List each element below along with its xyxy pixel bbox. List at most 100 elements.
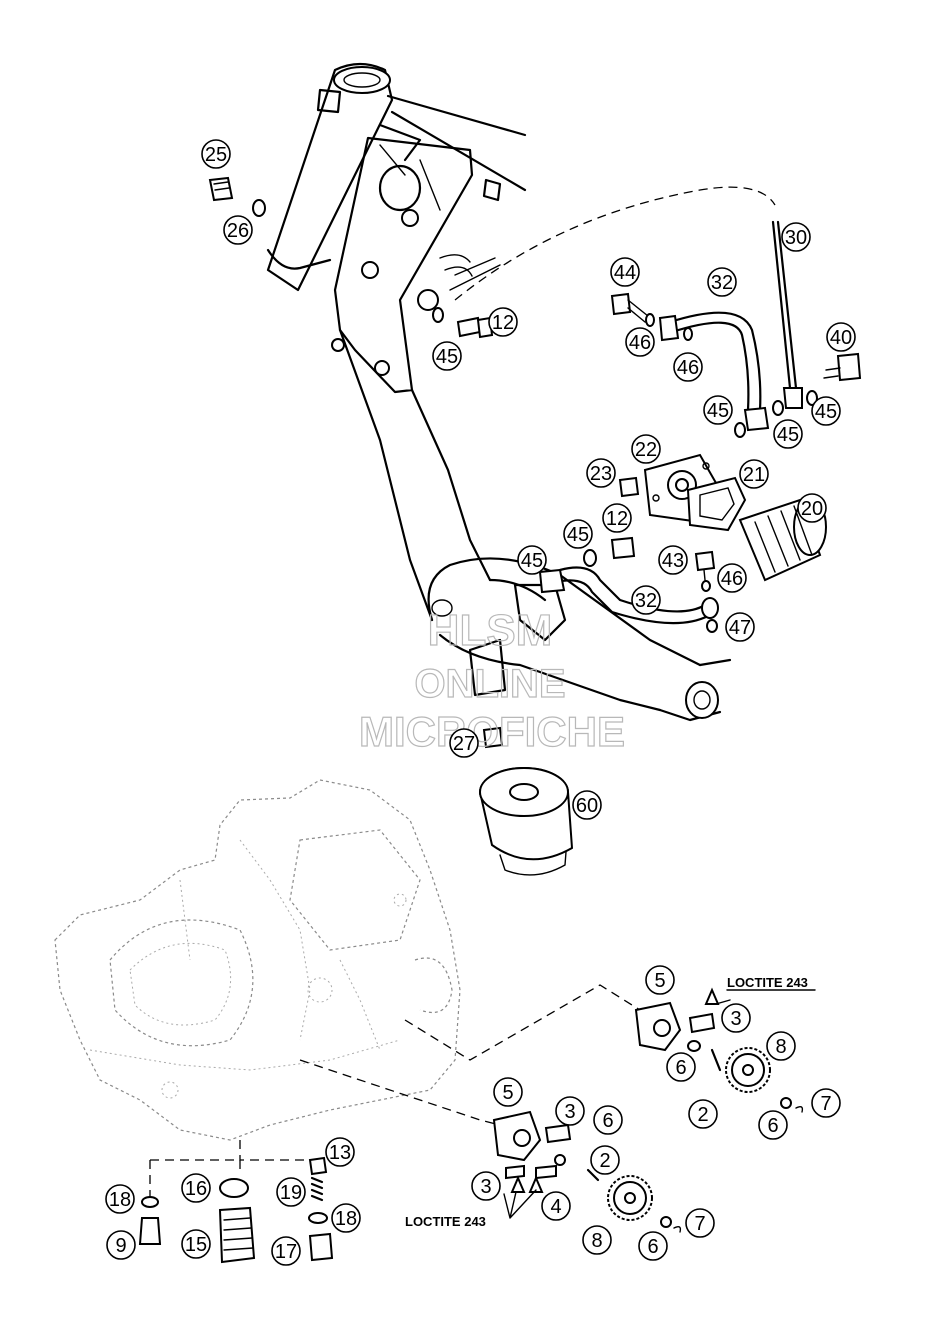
watermark-line2: ONLINE <box>414 662 565 706</box>
banjo-bolt-40 <box>823 352 862 382</box>
svg-text:45: 45 <box>777 424 799 446</box>
callout-6: 6 <box>758 1110 788 1140</box>
engine-crankcase <box>54 779 461 1141</box>
callout-21: 21 <box>739 459 769 489</box>
o-ring-26 <box>252 199 266 217</box>
callout-45: 45 <box>432 341 462 371</box>
svg-text:40: 40 <box>830 327 852 349</box>
svg-text:27: 27 <box>453 733 475 755</box>
svg-text:47: 47 <box>729 617 751 639</box>
svg-text:45: 45 <box>521 550 543 572</box>
banjo-bolt-12-upper <box>456 316 494 339</box>
callout-2: 2 <box>590 1145 620 1175</box>
oil-pump-upper <box>634 987 722 1072</box>
callout-7: 7 <box>685 1208 715 1238</box>
svg-text:16: 16 <box>185 1178 207 1200</box>
callout-16: 16 <box>181 1173 211 1203</box>
leader-drain <box>149 1159 241 1200</box>
seal-ring-45-c <box>772 400 784 416</box>
filter-gasket-21 <box>686 476 747 532</box>
svg-text:21: 21 <box>743 464 765 486</box>
callout-8: 8 <box>582 1225 612 1255</box>
oil-filler-plug-25 <box>208 176 234 202</box>
banjo-bolt-12-lower <box>610 536 636 560</box>
svg-text:15: 15 <box>185 1234 207 1256</box>
banjo-bolt-44 <box>610 292 649 323</box>
svg-text:44: 44 <box>614 262 636 284</box>
seal-18-right <box>308 1212 328 1224</box>
svg-text:18: 18 <box>335 1208 357 1230</box>
callout-30: 30 <box>781 222 811 252</box>
callout-8: 8 <box>766 1031 796 1061</box>
screw-23 <box>618 476 640 498</box>
callout-7: 7 <box>811 1088 841 1118</box>
spring-19 <box>310 1176 324 1202</box>
callout-17: 17 <box>271 1236 301 1266</box>
gear-8-lower <box>607 1175 653 1221</box>
callout-45: 45 <box>517 545 547 575</box>
svg-text:45: 45 <box>815 401 837 423</box>
callout-3: 3 <box>555 1096 585 1126</box>
frame <box>266 62 732 722</box>
svg-text:2: 2 <box>599 1150 610 1172</box>
callout-6: 6 <box>593 1105 623 1135</box>
svg-text:7: 7 <box>694 1213 705 1235</box>
seal-18-left <box>141 1196 159 1208</box>
watermark-line3: MICROFICHE <box>359 708 625 755</box>
svg-text:23: 23 <box>590 463 612 485</box>
svg-text:46: 46 <box>629 332 651 354</box>
callout-32: 32 <box>631 585 661 615</box>
washer-6-lower <box>660 1216 672 1228</box>
callout-3: 3 <box>471 1171 501 1201</box>
svg-text:3: 3 <box>480 1176 491 1198</box>
washer-46-a <box>645 313 655 327</box>
loctite-upper-leader <box>715 999 731 1005</box>
seal-ring-45-d <box>806 390 818 406</box>
gear-8-upper <box>725 1047 771 1093</box>
oil-line-30 <box>771 220 798 390</box>
screw-plug-17 <box>308 1232 334 1262</box>
svg-text:7: 7 <box>820 1093 831 1115</box>
callout-44: 44 <box>610 257 640 287</box>
circlip-7-upper <box>795 1105 804 1113</box>
svg-text:22: 22 <box>635 439 657 461</box>
seal-ring-45-b <box>734 422 746 438</box>
oil-line-routing <box>454 186 776 301</box>
svg-text:43: 43 <box>662 550 684 572</box>
callout-40: 40 <box>826 322 856 352</box>
watermark: HLSM ONLINE MICROFICHE <box>358 605 625 755</box>
svg-text:32: 32 <box>635 590 657 612</box>
callout-20: 20 <box>797 493 827 523</box>
callout-13: 13 <box>325 1137 355 1167</box>
callout-6: 6 <box>666 1052 696 1082</box>
callout-60: 60 <box>572 790 602 820</box>
callout-12: 12 <box>602 503 632 533</box>
svg-text:46: 46 <box>677 357 699 379</box>
callout-5: 5 <box>493 1077 523 1107</box>
leader-plugs <box>239 1140 321 1170</box>
svg-text:46: 46 <box>721 568 743 590</box>
svg-text:4: 4 <box>550 1196 561 1218</box>
leader-upper-pump <box>404 984 641 1061</box>
oil-screen-15 <box>218 1206 256 1264</box>
callout-23: 23 <box>586 458 616 488</box>
svg-text:5: 5 <box>654 970 665 992</box>
callout-18: 18 <box>331 1203 361 1233</box>
callout-25: 25 <box>201 139 231 169</box>
svg-text:18: 18 <box>109 1189 131 1211</box>
svg-text:17: 17 <box>275 1241 297 1263</box>
callout-32: 32 <box>707 267 737 297</box>
callout-2: 2 <box>688 1099 718 1129</box>
svg-text:45: 45 <box>567 524 589 546</box>
svg-text:12: 12 <box>492 312 514 334</box>
callout-43: 43 <box>658 545 688 575</box>
svg-text:2: 2 <box>697 1104 708 1126</box>
callout-46: 46 <box>717 563 747 593</box>
spin-on-filter-60 <box>479 767 574 876</box>
callout-45: 45 <box>773 419 803 449</box>
bolt-43 <box>694 550 716 591</box>
loctite-lower-leaders <box>503 1189 537 1219</box>
svg-text:6: 6 <box>602 1110 613 1132</box>
washer-6-upper <box>780 1097 792 1109</box>
